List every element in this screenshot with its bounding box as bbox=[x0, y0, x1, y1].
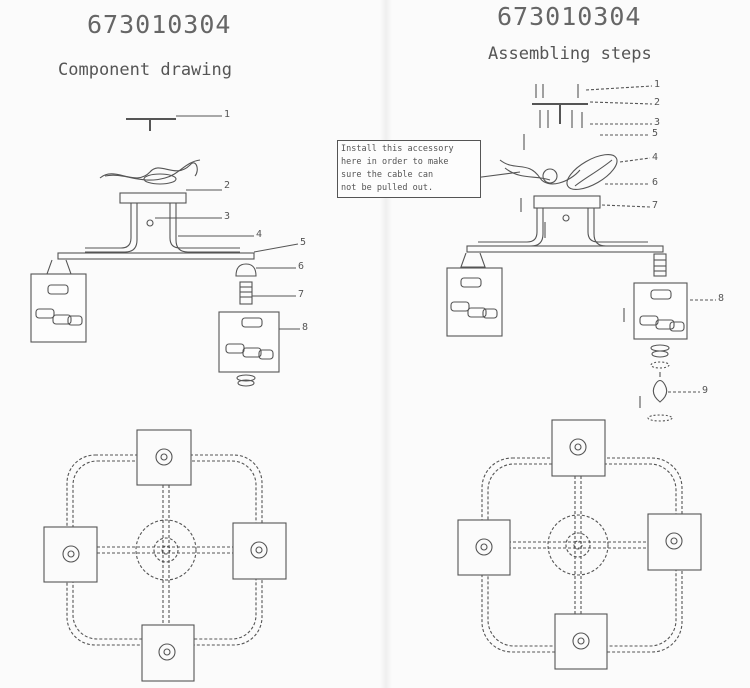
part-8-shade bbox=[218, 311, 300, 387]
part-7-holder bbox=[239, 281, 296, 305]
part-5-crossbar bbox=[57, 243, 299, 260]
cable-note-line-4: not be pulled out. bbox=[341, 183, 434, 193]
right-model-code: 673010304 bbox=[497, 2, 642, 31]
left-heading: Component drawing bbox=[58, 60, 232, 80]
right-callout-8: 8 bbox=[718, 293, 725, 304]
right-top-view-shades bbox=[457, 419, 702, 670]
right-callout-2: 2 bbox=[654, 97, 661, 108]
left-callout-7: 7 bbox=[298, 289, 305, 300]
left-callout-5: 5 bbox=[300, 237, 307, 248]
left-model-code: 673010304 bbox=[87, 10, 232, 39]
step-wiring bbox=[473, 134, 651, 190]
part-2-canopy bbox=[99, 159, 222, 204]
step-left-lamp bbox=[446, 252, 503, 337]
page-fold bbox=[380, 0, 392, 688]
right-callout-1: 1 bbox=[654, 79, 661, 90]
right-callout-3: 3 bbox=[654, 117, 661, 128]
left-component-parts bbox=[30, 115, 300, 387]
left-callout-6: 6 bbox=[298, 261, 305, 272]
left-callout-3: 3 bbox=[224, 211, 231, 222]
step-right-lamp bbox=[623, 253, 716, 422]
part-1-bracket bbox=[126, 115, 222, 131]
part-6-cup bbox=[235, 263, 296, 277]
left-callout-2: 2 bbox=[224, 180, 231, 191]
left-top-view-shades bbox=[43, 429, 287, 682]
cable-note-box: Install this accessory here in order to … bbox=[337, 140, 481, 198]
right-heading: Assembling steps bbox=[488, 44, 652, 64]
left-lamp-assembled bbox=[30, 259, 87, 343]
cable-note-line-2: here in order to make bbox=[341, 157, 449, 167]
left-callout-4: 4 bbox=[256, 229, 263, 240]
right-assembly-parts bbox=[446, 84, 716, 422]
right-callout-7: 7 bbox=[652, 200, 659, 211]
step-canopy-arms bbox=[466, 195, 664, 253]
right-callout-6: 6 bbox=[652, 177, 659, 188]
part-4-arms bbox=[85, 203, 254, 253]
right-callout-4: 4 bbox=[652, 152, 659, 163]
cable-note-line-1: Install this accessory bbox=[341, 144, 454, 154]
right-callout-5: 5 bbox=[652, 128, 659, 139]
step-screws bbox=[532, 84, 653, 128]
right-callout-9: 9 bbox=[702, 385, 709, 396]
part-3-screw bbox=[146, 217, 222, 227]
left-callout-8: 8 bbox=[302, 322, 309, 333]
left-callout-1: 1 bbox=[224, 109, 231, 120]
cable-note-line-3: sure the cable can bbox=[341, 170, 434, 180]
